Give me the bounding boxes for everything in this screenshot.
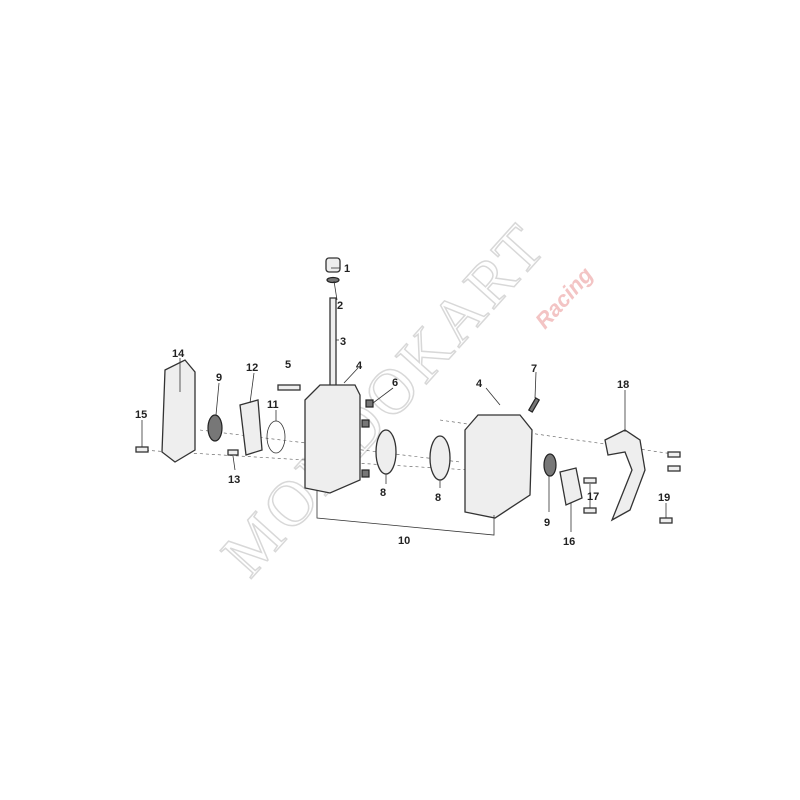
callout-17: 17 [587,491,599,503]
callout-labels: 1 2 3 4 4 5 6 7 8 8 9 9 10 11 12 13 14 1… [135,263,670,548]
bearing-part [375,429,397,475]
callout-5: 5 [285,359,291,371]
callout-18: 18 [617,379,629,391]
screw-part [227,449,239,456]
callout-16: 16 [563,536,575,548]
spring-part [527,397,541,413]
bolt-part [135,446,149,453]
callout-15: 15 [135,409,147,421]
o-ring-part [266,420,286,454]
callout-3: 3 [340,336,346,348]
screw-part [583,477,597,484]
leader-lines [141,267,667,536]
screw-part [583,507,597,514]
bolt-part [277,384,301,391]
callout-7: 7 [531,363,537,375]
seal-part [543,453,557,477]
callout-8: 8 [435,492,441,504]
callout-6: 6 [392,377,398,389]
watermark-logo: MONDOKART [207,208,561,590]
watermark-brand: MONDOKART [208,209,561,590]
dowel-part [361,469,370,478]
callout-8: 8 [380,487,386,499]
dowel-part [365,399,374,408]
callout-4: 4 [356,360,363,372]
callout-11: 11 [267,399,279,411]
callout-14: 14 [172,348,185,360]
bracket-part [604,429,646,522]
callout-13: 13 [228,474,240,486]
screw-part [667,465,681,472]
callout-12: 12 [246,362,258,374]
seal-part [207,414,223,442]
screw-part [667,451,681,458]
crankcase-left-part [304,384,361,494]
screw-part [659,517,673,524]
flange-part [239,399,263,456]
cover-part [161,359,196,463]
washer-part [326,276,340,284]
callout-1: 1 [344,263,350,275]
callout-9: 9 [216,372,222,384]
bearing-part [429,435,451,481]
callout-4: 4 [476,378,483,390]
assembly-axis [439,419,681,456]
plug-part [325,257,341,273]
callout-19: 19 [658,492,670,504]
assembly-axis [139,449,471,471]
stud-part [329,297,337,389]
callout-2: 2 [337,300,343,312]
dowel-part [361,419,370,428]
crankcase-right-part [464,414,533,519]
callout-9: 9 [544,517,550,529]
callout-10: 10 [398,535,410,547]
cap-part [559,467,583,506]
